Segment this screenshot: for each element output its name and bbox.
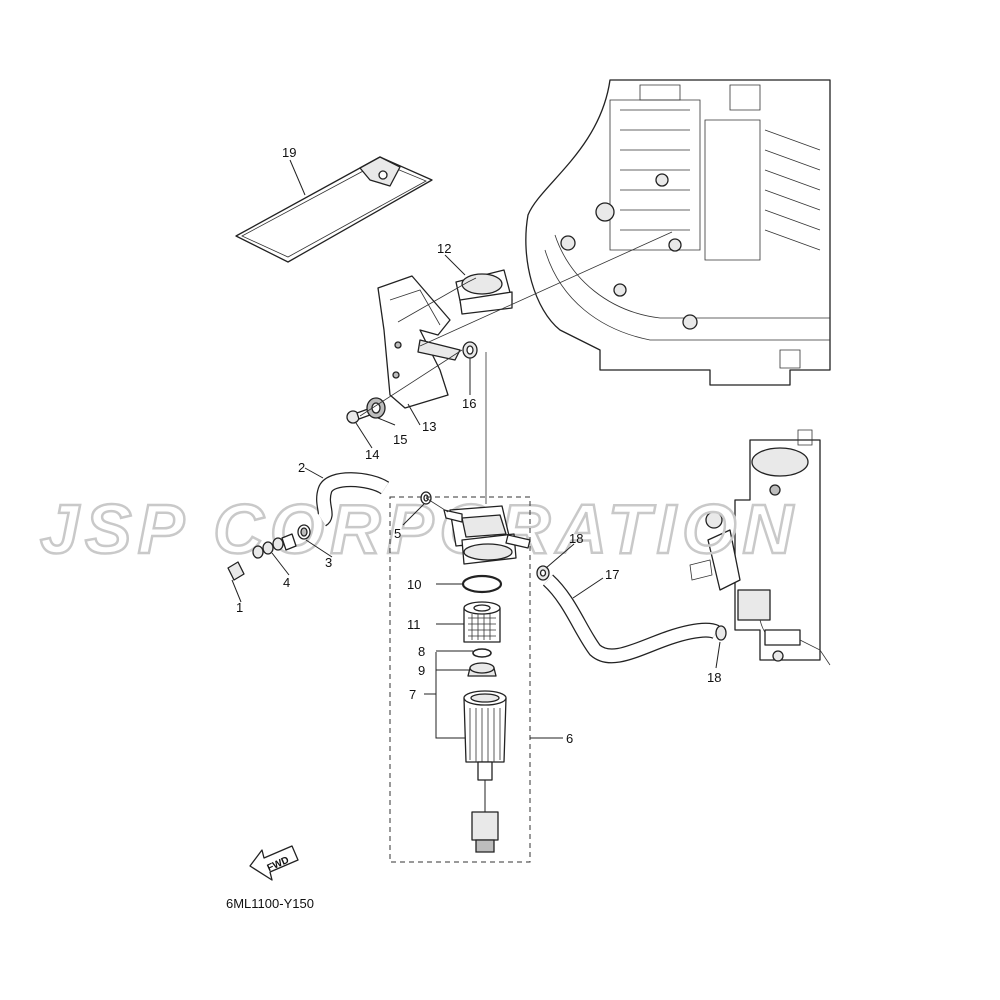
part-18-clamp-b bbox=[715, 625, 727, 641]
callout-10: 10 bbox=[407, 577, 421, 592]
part-16-collar bbox=[462, 341, 478, 359]
callout-7: 7 bbox=[409, 687, 416, 702]
callouts: 19 12 16 13 15 14 2 5 3 4 1 10 11 8 9 7 … bbox=[236, 145, 721, 746]
part-12-bracket-clamp bbox=[455, 269, 513, 315]
part-1-plug bbox=[227, 561, 245, 581]
part-7-cup bbox=[463, 690, 507, 853]
callout-11: 11 bbox=[407, 617, 421, 632]
part-3-clip bbox=[297, 524, 311, 540]
callout-5: 5 bbox=[394, 526, 401, 541]
part-19-pouch bbox=[235, 156, 433, 263]
callout-18-upper: 18 bbox=[569, 531, 583, 546]
diagram-code: 6ML1100-Y150 bbox=[226, 896, 314, 911]
callout-4: 4 bbox=[283, 575, 290, 590]
callout-16: 16 bbox=[462, 396, 476, 411]
vapor-separator-assembly bbox=[689, 429, 831, 666]
callout-17: 17 bbox=[605, 567, 619, 582]
part-18-clamp-a bbox=[536, 565, 550, 581]
callout-15: 15 bbox=[393, 432, 407, 447]
part-9-float bbox=[467, 662, 497, 677]
callout-18-lower: 18 bbox=[707, 670, 721, 685]
fwd-arrow-icon: FWD bbox=[249, 845, 299, 881]
leader-lines bbox=[231, 159, 721, 739]
assembly-6-boundary bbox=[389, 496, 531, 863]
part-8-o-ring bbox=[472, 648, 492, 658]
callout-14: 14 bbox=[365, 447, 379, 462]
part-17-fuel-hose bbox=[542, 574, 720, 664]
engine-block bbox=[525, 79, 831, 386]
watermark-text: JSP CORPORATION bbox=[40, 490, 799, 568]
callout-3: 3 bbox=[325, 555, 332, 570]
part-10-o-ring bbox=[461, 574, 503, 594]
callout-2: 2 bbox=[298, 460, 305, 475]
part-15-grommet bbox=[366, 397, 386, 419]
part-11-element bbox=[463, 601, 501, 643]
part-4-joint bbox=[252, 533, 297, 559]
callout-13: 13 bbox=[422, 419, 436, 434]
part-14-bolt bbox=[346, 408, 371, 424]
callout-12: 12 bbox=[437, 241, 451, 256]
callout-6: 6 bbox=[566, 731, 573, 746]
filter-head bbox=[443, 505, 531, 565]
callout-9: 9 bbox=[418, 663, 425, 678]
callout-8: 8 bbox=[418, 644, 425, 659]
callout-1: 1 bbox=[236, 600, 243, 615]
callout-19: 19 bbox=[282, 145, 296, 160]
part-13-bracket bbox=[377, 275, 461, 409]
part-2-fuel-hose bbox=[316, 472, 390, 527]
